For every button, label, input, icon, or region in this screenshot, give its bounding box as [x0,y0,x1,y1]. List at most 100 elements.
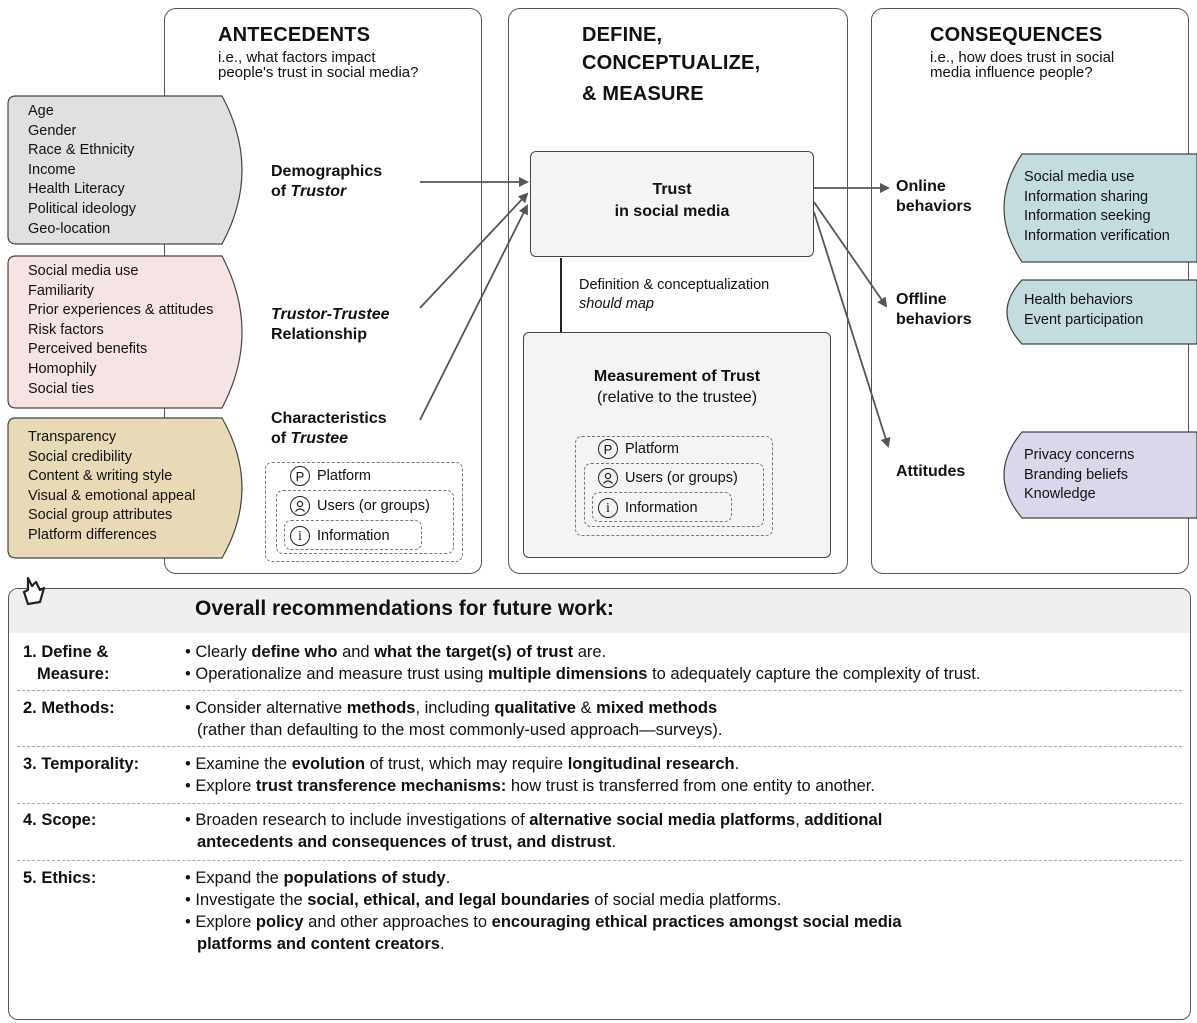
demographics-list: Age Gender Race & Ethnicity Income Healt… [28,102,136,239]
list-item: Risk factors [28,321,104,338]
measurement-title: Measurement of Trust [593,368,761,385]
trustee-targets-inner [284,520,422,550]
list-item: Information sharing [1024,188,1149,205]
consequences-subtitle-1: i.e., how does trust in social [930,49,1115,66]
recommendations-header [9,589,1190,633]
list-item: Political ideology [28,200,137,217]
list-item: Prior experiences & attitudes [28,302,214,319]
row-label-temporality: 3. Temporality: [23,755,140,773]
list-item: Platform differences [28,526,157,543]
bullets-scope: • Broaden research to include investigat… [185,809,882,853]
list-item: Social group attributes [28,507,173,524]
consequences-subtitle-2: media influence people? [930,64,1093,81]
info-circle-icon: i [598,498,618,518]
list-item: Health Literacy [28,181,125,198]
attitudes-list: Privacy concerns Branding beliefs Knowle… [1024,446,1134,505]
attitudes-label: Attitudes [896,463,966,480]
bullet: • Operationalize and measure trust using… [185,665,981,683]
define-title-1: DEFINE, [582,24,663,46]
bullets-methods: • Consider alternative methods, includin… [185,697,723,741]
offline-label: Offline behaviors [896,291,972,328]
define-title-2: CONCEPTUALIZE, [582,52,761,74]
measure-targets-outer [575,436,773,536]
recommendations-panel: Overall recommendations for future work:… [8,588,1191,1020]
divider [17,860,1182,861]
measure-targets-middle [584,463,764,527]
online-tab [1003,153,1197,263]
attitudes-tab [1003,431,1197,519]
divider [17,690,1182,691]
demographics-tab [7,95,243,245]
list-item: Age [28,103,54,119]
list-item: Income [28,161,76,178]
bullet: • Explore policy and other approaches to… [185,913,902,931]
row-label-define: 1. Define & Measure: [23,643,110,683]
offline-list: Health behaviors Event participation [1024,291,1143,330]
list-item: Perceived benefits [28,341,148,358]
list-item: Gender [28,122,77,139]
list-item: Content & writing style [28,468,173,485]
bullet-continuation: (rather than defaulting to the most comm… [197,721,723,739]
characteristics-label: Characteristics of Trustee [271,410,387,447]
divider [17,746,1182,747]
online-label: Online behaviors [896,178,972,215]
bullet: • Expand the populations of study. [185,869,451,887]
recommendations-title: Overall recommendations for future work: [195,597,614,620]
bullet-continuation: antecedents and consequences of trust, a… [197,833,617,851]
row-label-scope: 4. Scope: [23,811,97,829]
diagram-shapes [7,95,1197,559]
bullet-continuation: platforms and content creators. [197,935,445,953]
list-item: Privacy concerns [1024,447,1135,463]
characteristics-list: Transparency Social credibility Content … [28,428,195,546]
bullets-ethics: • Expand the populations of study. • Inv… [185,867,902,955]
offline-tab [1006,279,1197,345]
divider [17,803,1182,804]
bullet: • Broaden research to include investigat… [185,811,883,829]
measure-target-users: Users (or groups) [598,468,738,488]
row-label-methods: 2. Methods: [23,699,115,717]
trustee-targets-middle [276,490,454,554]
trustee-targets-outer [265,462,463,562]
define-title-3: & MEASURE [582,83,704,105]
list-item: Branding beliefs [1024,466,1128,483]
arrow-attitudes [813,211,891,448]
measure-targets-inner [592,492,732,522]
list-item: Event participation [1024,311,1144,328]
bullet: • Consider alternative methods, includin… [185,699,718,717]
list-item: Social media use [1024,169,1135,185]
trust-box: Trust in social media [530,151,814,257]
list-item: Transparency [28,429,117,445]
list-item: Geo-location [28,220,111,237]
bullet: • Explore trust transference mechanisms:… [185,777,875,795]
bullet: • Investigate the social, ethical, and l… [185,891,782,909]
list-item: Familiarity [28,282,95,299]
trust-box-line2: in social media [614,203,730,220]
antecedents-subtitle-1: i.e., what factors impact [218,49,376,66]
list-item: Social ties [28,380,95,397]
relationship-label: Trustor-Trustee Relationship [271,306,390,343]
arrow-offline [813,201,888,308]
arrow-characteristics [419,204,528,421]
arrow-relationship [419,192,529,309]
characteristics-tab [7,417,243,559]
platform-icon: P [290,466,310,486]
person-circle-icon [598,468,618,488]
bullet: • Examine the evolution of trust, which … [185,755,740,773]
list-item: Information verification [1024,227,1170,244]
hand-pointer-icon [22,576,46,606]
list-item: Social media use [28,263,139,279]
consequences-title: CONSEQUENCES [930,24,1103,46]
list-item: Information seeking [1024,208,1151,225]
antecedents-subtitle-2: people's trust in social media? [218,64,419,81]
measurement-subtitle: (relative to the trustee) [596,389,758,406]
person-circle-icon [290,496,310,516]
relationship-list: Social media use Familiarity Prior exper… [28,262,213,399]
bullets-define: • Clearly define who and what the target… [185,641,980,685]
target-users: Users (or groups) [290,496,430,516]
list-item: Health behaviors [1024,292,1133,308]
online-list: Social media use Information sharing Inf… [1024,168,1170,246]
